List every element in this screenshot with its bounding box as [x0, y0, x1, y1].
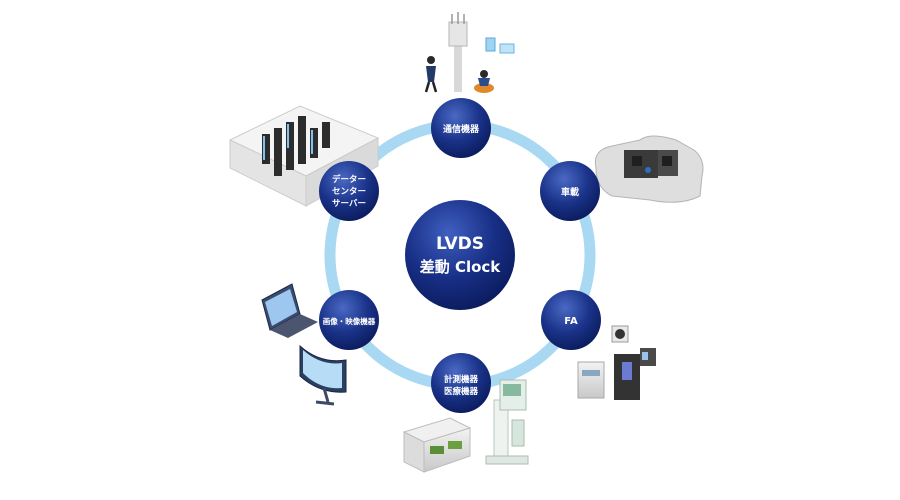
center-title: LVDS [436, 234, 484, 254]
image-video-illustration [261, 283, 347, 406]
center-node[interactable]: LVDS 差動 Clock [405, 200, 515, 310]
node-telecom[interactable]: 通信機器 [431, 98, 491, 158]
node-measurement-medical[interactable]: 計測機器 医療機器 [431, 353, 491, 413]
node-medical-label: 医療機器 [444, 386, 479, 397]
node-fa[interactable]: FA [541, 290, 601, 350]
node-telecom-label: 通信機器 [443, 123, 480, 135]
center-subtitle: 差動 Clock [420, 258, 502, 276]
node-datacenter-label-2: センター [332, 186, 366, 197]
node-automotive[interactable]: 車載 [540, 161, 600, 221]
node-datacenter-label-1: データー [332, 174, 366, 185]
fa-illustration [577, 325, 656, 400]
node-measurement-label: 計測機器 [444, 374, 479, 385]
node-datacenter-server[interactable]: データー センター サーバー [319, 161, 379, 221]
node-fa-label: FA [564, 316, 578, 327]
node-datacenter-label-3: サーバー [332, 198, 366, 209]
node-automotive-label: 車載 [561, 186, 579, 198]
node-image-video[interactable]: 画像・映像機器 [319, 290, 379, 350]
node-image-video-label: 画像・映像機器 [323, 316, 376, 326]
automotive-illustration [594, 135, 704, 203]
measurement-medical-illustration [402, 379, 529, 473]
telecom-illustration [424, 12, 515, 93]
